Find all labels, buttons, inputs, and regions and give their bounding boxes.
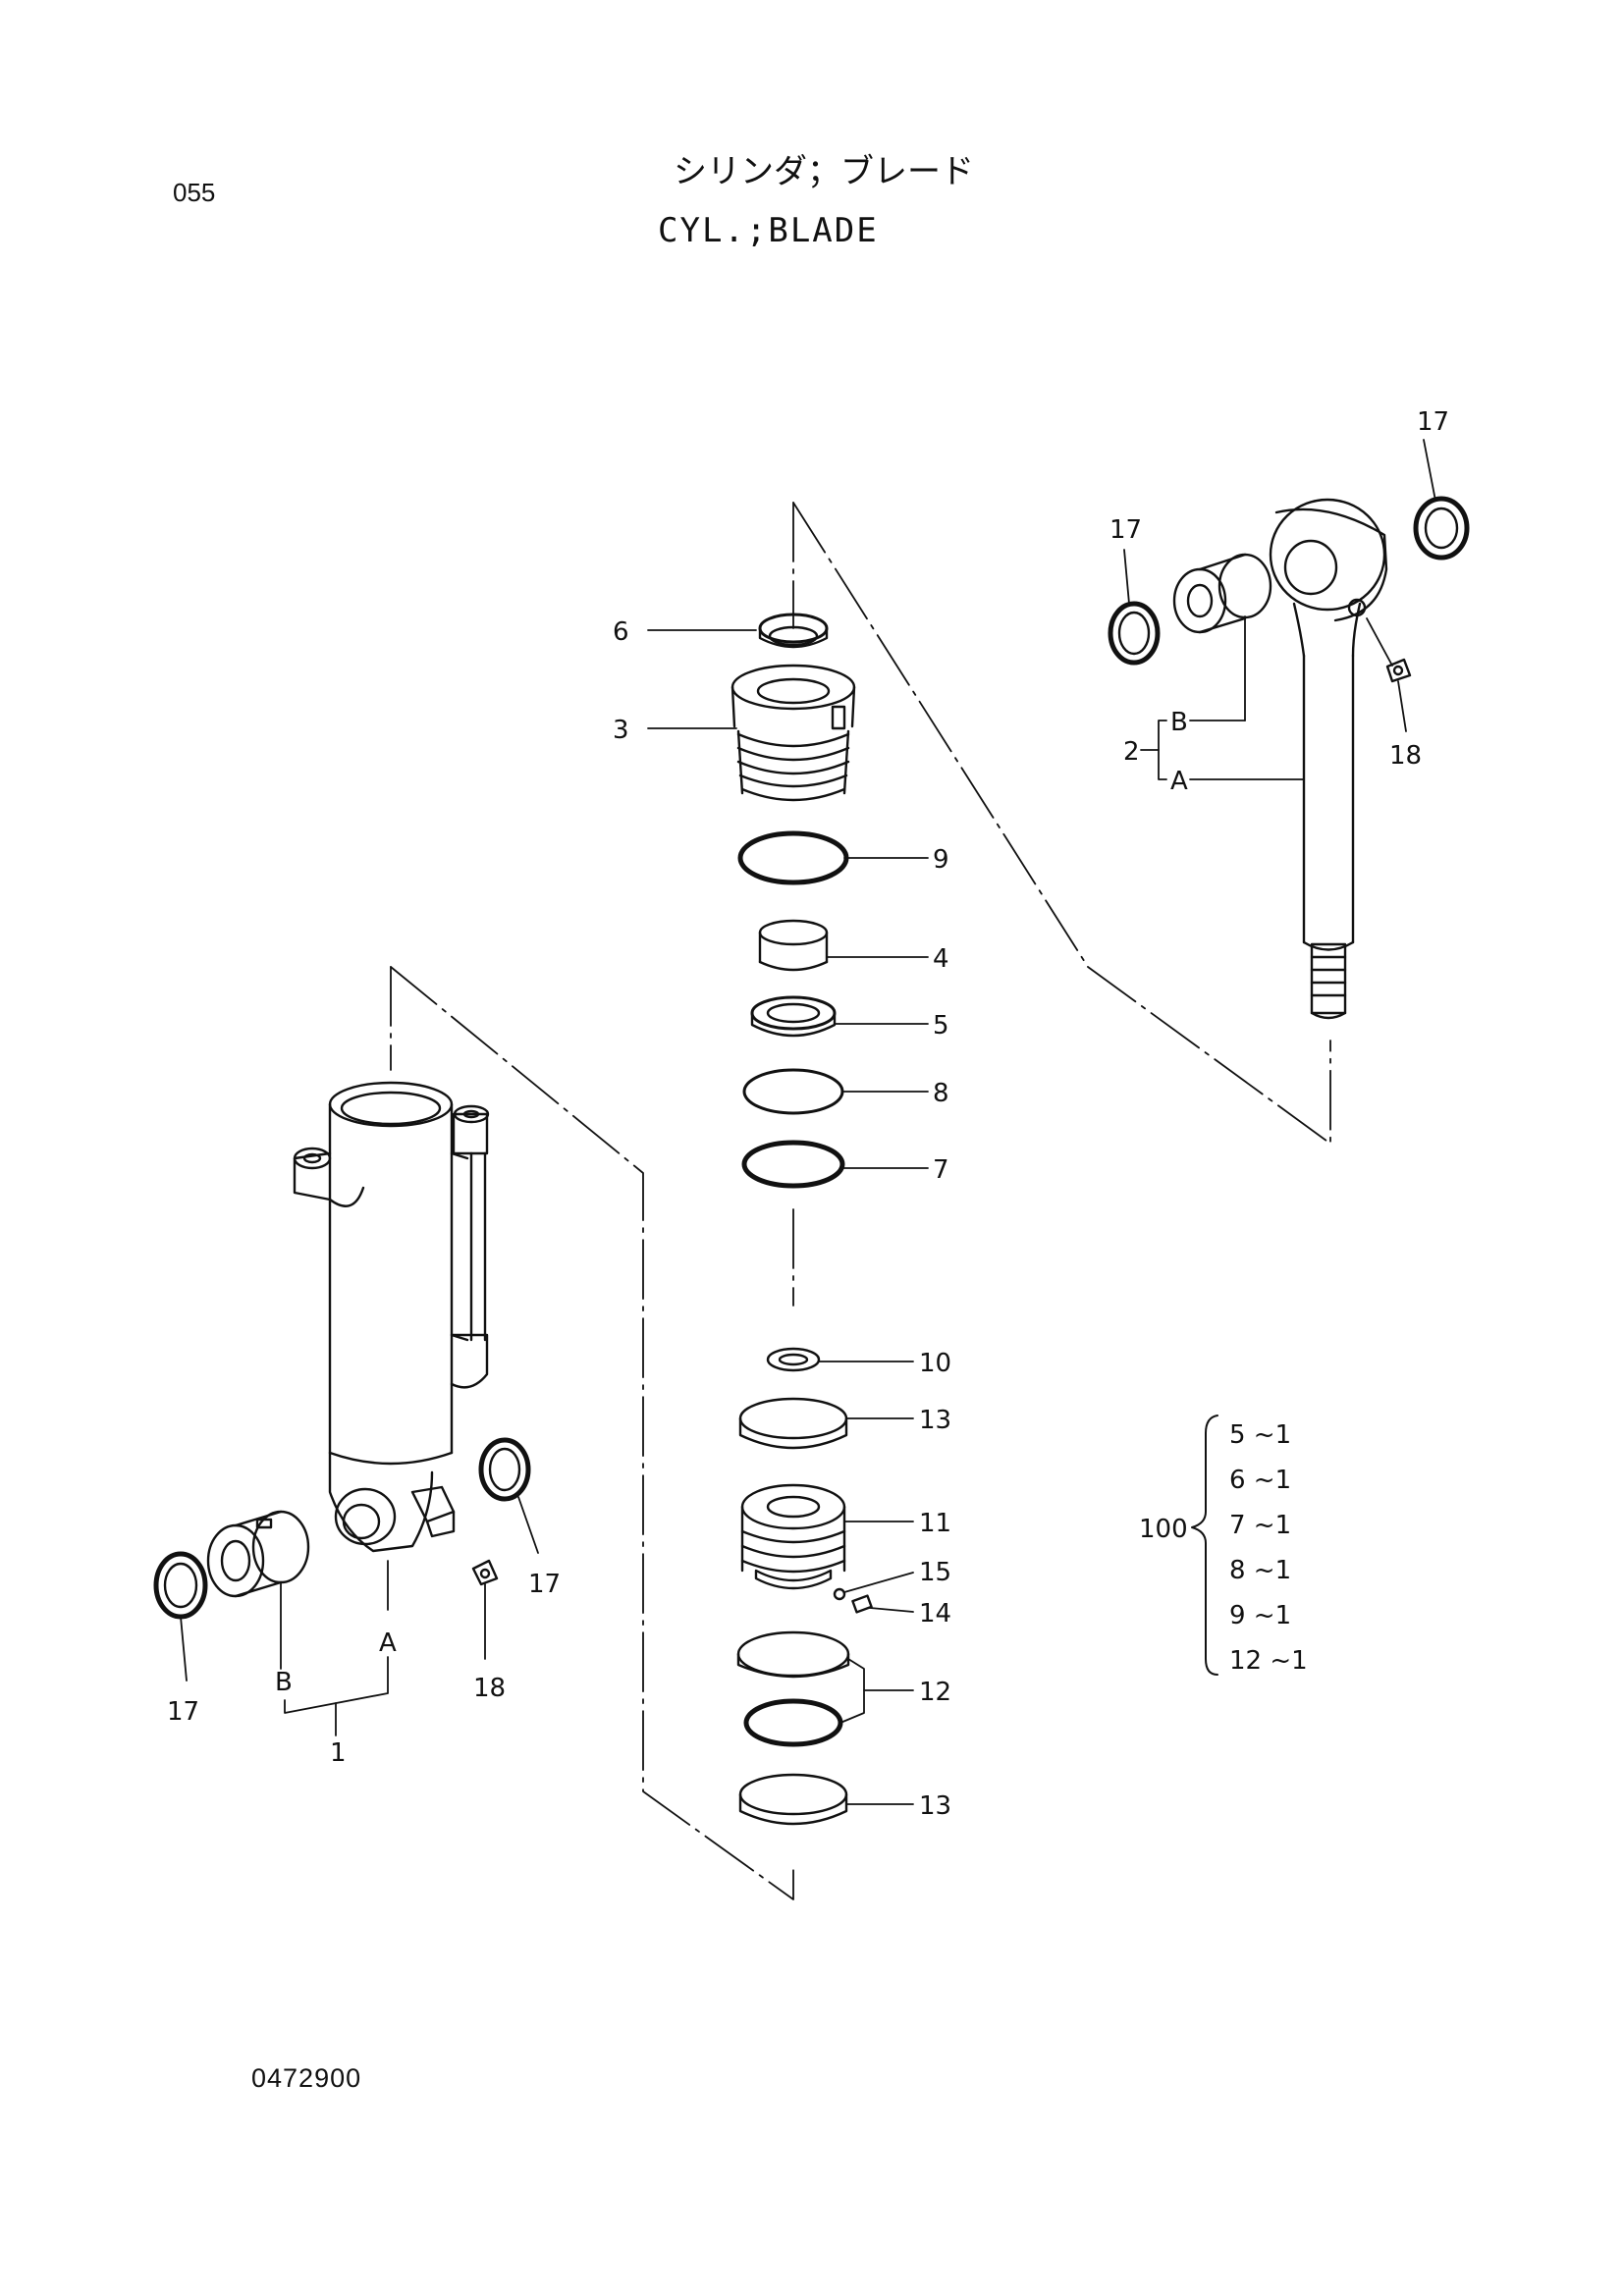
rod-seal-ring-left <box>1108 601 1161 666</box>
seal-kit-number: 100 <box>1139 1515 1188 1544</box>
callout-17-tube-left: 17 <box>167 1697 199 1727</box>
part-3-gland <box>730 664 856 802</box>
callout-1: 1 <box>330 1738 347 1768</box>
seal-kit-item: 12 ~1 <box>1229 1646 1308 1676</box>
part-6-wiper-ring <box>758 613 829 649</box>
drawing-number: 0472900 <box>251 2063 362 2093</box>
callout-2-b: B <box>1170 708 1188 737</box>
part-12-seal-set <box>736 1630 850 1747</box>
callout-4: 4 <box>933 944 949 974</box>
title-english: CYL.;BLADE <box>658 211 879 250</box>
callout-17-tube-right: 17 <box>528 1570 561 1599</box>
seal-kit-item: 7 ~1 <box>1229 1511 1291 1540</box>
tube-seal-ring-right <box>478 1437 531 1502</box>
callout-13-bottom: 13 <box>919 1791 951 1821</box>
callout-18-rod: 18 <box>1389 741 1422 771</box>
callout-1-a: A <box>379 1629 397 1658</box>
tube-grease-nipple <box>471 1559 499 1586</box>
part-14-set-screw <box>851 1594 873 1614</box>
callout-10: 10 <box>919 1349 951 1378</box>
callout-18-tube: 18 <box>473 1674 506 1703</box>
leader-lines <box>180 439 1436 1805</box>
callout-8: 8 <box>933 1079 949 1108</box>
piston-rod <box>1269 498 1388 1020</box>
cylinder-tube <box>293 1081 490 1553</box>
callout-2-a: A <box>1170 767 1188 796</box>
seal-kit-item: 8 ~1 <box>1229 1556 1291 1585</box>
part-7-o-ring <box>741 1140 845 1189</box>
part-9-o-ring <box>737 830 849 885</box>
part-13-wear-ring-bottom <box>738 1773 848 1826</box>
callout-14: 14 <box>919 1599 951 1629</box>
callout-15: 15 <box>919 1558 951 1587</box>
rod-grease-nipple <box>1385 658 1412 683</box>
callout-5: 5 <box>933 1011 949 1041</box>
seal-kit-item: 6 ~1 <box>1229 1466 1291 1495</box>
part-5-seal <box>750 995 837 1038</box>
seal-kit-item: 9 ~1 <box>1229 1601 1291 1630</box>
callout-12: 12 <box>919 1678 951 1707</box>
title-japanese: シリンダ；ブレード <box>674 152 974 191</box>
part-10-washer <box>766 1347 821 1372</box>
seal-kit-item: 5 ~1 <box>1229 1420 1291 1450</box>
callout-7: 7 <box>933 1155 949 1185</box>
callout-3: 3 <box>613 716 629 745</box>
callout-17-rod-left: 17 <box>1109 515 1142 545</box>
part-13-wear-ring-top <box>738 1397 848 1450</box>
rod-seal-ring-right <box>1413 496 1470 561</box>
callout-6: 6 <box>613 617 629 647</box>
page-code: 055 <box>173 178 216 207</box>
tube-seal-ring-left <box>153 1551 208 1620</box>
callout-2: 2 <box>1123 737 1140 767</box>
seal-kit-brace <box>1191 1415 1218 1676</box>
part-11-piston <box>740 1483 846 1590</box>
part-8-backup-ring <box>742 1068 844 1115</box>
callout-9: 9 <box>933 845 949 875</box>
callout-11: 11 <box>919 1509 951 1538</box>
callout-1-b: B <box>275 1668 293 1697</box>
callout-17-rod-right: 17 <box>1417 407 1449 437</box>
callout-13-top: 13 <box>919 1406 951 1435</box>
tube-bushing <box>206 1510 310 1598</box>
assembly-guide-lines <box>390 502 1331 1900</box>
part-4-bushing <box>758 919 829 972</box>
part-15-ball <box>833 1587 846 1601</box>
rod-bushing <box>1172 553 1272 634</box>
